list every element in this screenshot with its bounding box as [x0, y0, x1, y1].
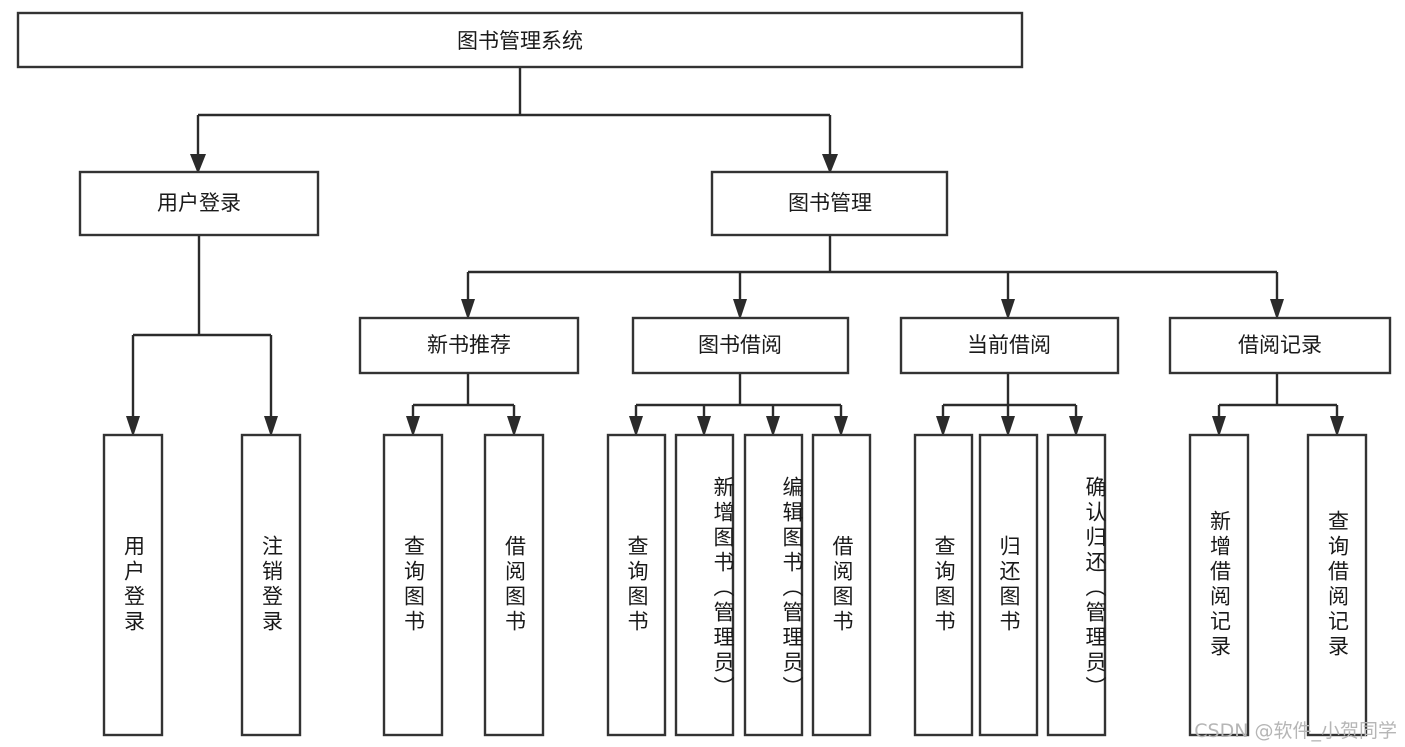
leaf-edit-book-box[interactable]	[743, 433, 804, 737]
node-borrow-record-box[interactable]	[1168, 316, 1392, 375]
leaf-add-record-box[interactable]	[1188, 433, 1250, 737]
node-new-book-recommend-box[interactable]	[358, 316, 580, 375]
arrow-leaf-return-book	[1001, 416, 1015, 437]
arrow-leaf-user-login	[126, 416, 140, 437]
leaf-logout-login-box[interactable]	[240, 433, 302, 737]
connector-layer	[126, 67, 1344, 437]
node-current-borrow-box[interactable]	[899, 316, 1120, 375]
arrow-to-new-book-recommend	[461, 299, 475, 320]
node-book-borrow-label: 图书借阅	[698, 333, 782, 357]
arrow-to-book-manage	[822, 154, 838, 174]
leaf-query-book-2-box[interactable]	[606, 433, 667, 737]
node-book-manage-box[interactable]	[710, 170, 949, 237]
arrow-leaf-logout-login	[264, 416, 278, 437]
arrow-to-borrow-record	[1270, 299, 1284, 320]
node-borrow-record-label: 借阅记录	[1238, 333, 1322, 357]
node-root[interactable]: 图书管理系统	[16, 11, 1024, 69]
node-user-login[interactable]: 用户登录	[78, 170, 320, 237]
arrow-leaf-query-book-3	[936, 416, 950, 437]
arrow-leaf-query-book-2	[629, 416, 643, 437]
node-current-borrow[interactable]: 当前借阅	[899, 316, 1120, 375]
arrow-leaf-edit-book	[766, 416, 780, 437]
leaf-box-layer	[102, 433, 1368, 737]
arrow-leaf-borrow-book-2	[834, 416, 848, 437]
arrow-leaf-query-record	[1330, 416, 1344, 437]
node-new-book-recommend[interactable]: 新书推荐	[358, 316, 580, 375]
node-user-login-box[interactable]	[78, 170, 320, 237]
node-book-manage[interactable]: 图书管理	[710, 170, 949, 237]
node-root-label: 图书管理系统	[457, 29, 583, 53]
arrow-to-user-login	[190, 154, 206, 174]
leaf-return-book-box[interactable]	[978, 433, 1039, 737]
leaf-confirm-return-box[interactable]	[1046, 433, 1107, 737]
leaf-borrow-book-1-box[interactable]	[483, 433, 545, 737]
arrow-to-current-borrow	[1001, 299, 1015, 320]
leaf-user-login-box[interactable]	[102, 433, 164, 737]
node-user-login-label: 用户登录	[157, 191, 241, 215]
arrow-leaf-add-record	[1212, 416, 1226, 437]
arrow-to-book-borrow	[733, 299, 747, 320]
leaf-borrow-book-2-box[interactable]	[811, 433, 872, 737]
node-new-book-recommend-label: 新书推荐	[427, 333, 511, 357]
leaf-query-book-1-box[interactable]	[382, 433, 444, 737]
leaf-add-book-box[interactable]	[674, 433, 735, 737]
arrow-leaf-query-book-1	[406, 416, 420, 437]
node-book-borrow[interactable]: 图书借阅	[631, 316, 850, 375]
leaf-query-record-box[interactable]	[1306, 433, 1368, 737]
node-root-box[interactable]	[16, 11, 1024, 69]
arrow-leaf-borrow-book-1	[507, 416, 521, 437]
node-book-borrow-box[interactable]	[631, 316, 850, 375]
node-book-manage-label: 图书管理	[788, 191, 872, 215]
leaf-query-book-3-box[interactable]	[913, 433, 974, 737]
arrow-leaf-add-book	[697, 416, 711, 437]
node-borrow-record[interactable]: 借阅记录	[1168, 316, 1392, 375]
arrow-leaf-confirm-return	[1069, 416, 1083, 437]
node-current-borrow-label: 当前借阅	[967, 333, 1051, 357]
